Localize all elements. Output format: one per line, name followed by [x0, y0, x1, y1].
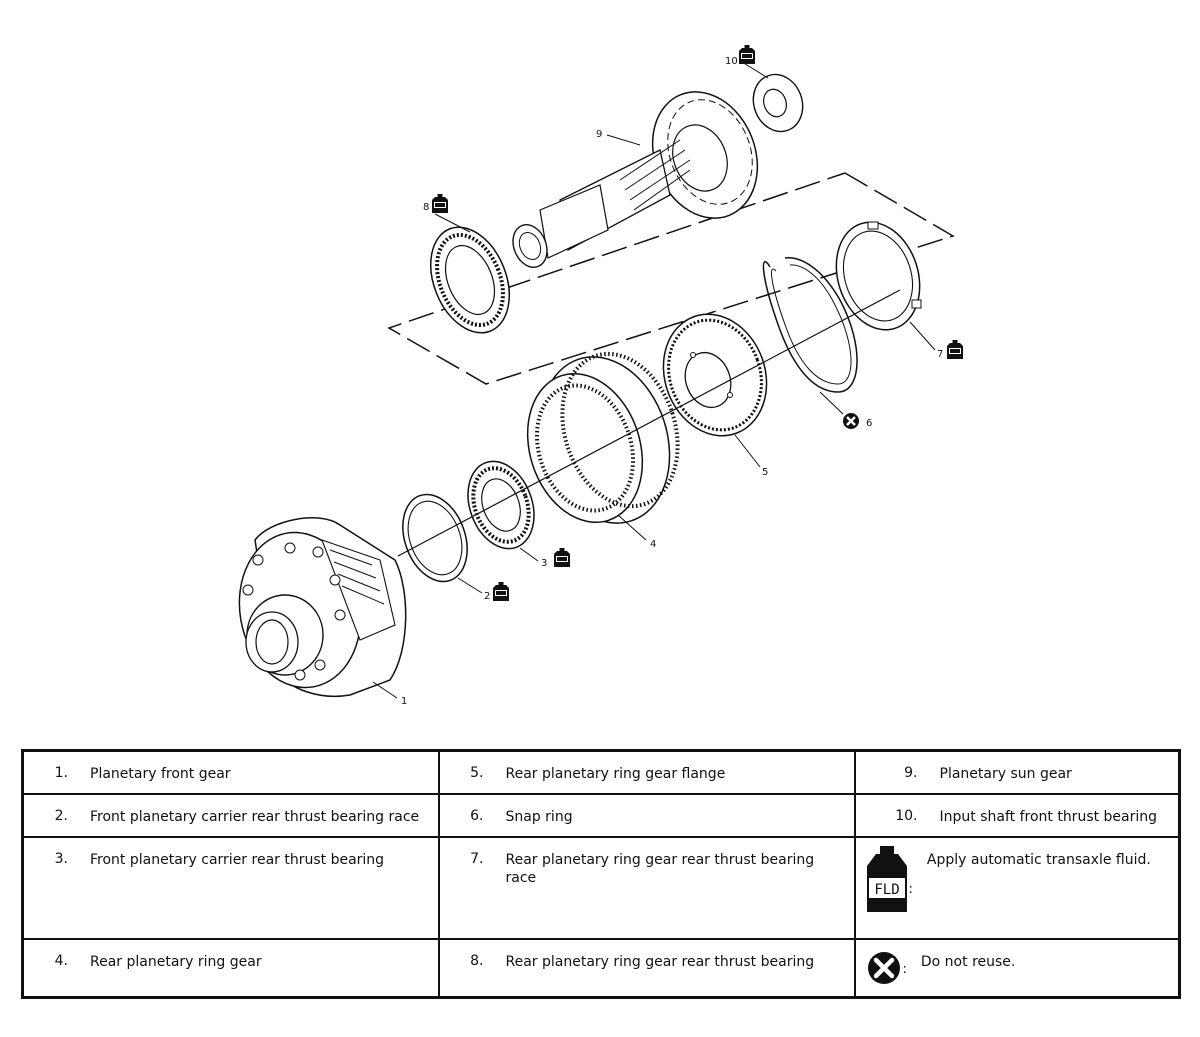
item-number: 1. — [54, 765, 68, 781]
callout-10: 10 — [725, 56, 738, 67]
item-label: Do not reuse. — [920, 954, 1016, 970]
item-number: 9. — [904, 765, 918, 781]
fluid-bottle-icon — [493, 582, 509, 601]
item-label: Snap ring — [505, 809, 573, 825]
callout-4: 4 — [650, 539, 656, 550]
fluid-badge-label: FLD — [874, 882, 899, 898]
fluid-bottle-icon: FLD — [866, 846, 907, 912]
item-number: 3. — [54, 851, 68, 867]
table-row: 1. Planetary front gear 5. Rear planetary … — [21, 749, 1181, 795]
item-number: 5. — [470, 765, 484, 781]
item-label: Rear planetary ring gear rear thrust bea… — [505, 954, 815, 970]
exploded-view-diagram: 1 2 3 4 5 6 7 8 9 10 — [238, 45, 963, 707]
item-label: Rear planetary ring gear rear thrust bea… — [505, 852, 815, 886]
legend-table: 1. Planetary front gear 5. Rear planetary … — [21, 749, 1181, 999]
item-number: 8. — [470, 953, 484, 969]
rear-planetary-ring-gear-rear-thrust-bearing-race — [835, 221, 922, 331]
item-number: 2. — [54, 808, 68, 824]
item-label: Front planetary carrier rear thrust bear… — [90, 852, 385, 868]
item-label: Rear planetary ring gear flange — [505, 766, 726, 782]
item-label: Input shaft front thrust bearing — [939, 809, 1158, 825]
fluid-bottle-icon — [739, 45, 755, 64]
rear-planetary-ring-gear-flange — [662, 313, 768, 437]
callout-1: 1 — [401, 696, 407, 707]
snap-ring — [762, 257, 858, 393]
callout-7: 7 — [937, 349, 943, 360]
callout-2: 2 — [484, 591, 490, 602]
callout-9: 9 — [596, 129, 602, 140]
symbol-colon: : — [908, 882, 913, 897]
item-label: Rear planetary ring gear — [90, 954, 262, 970]
item-number: 10. — [895, 808, 918, 824]
item-label: Apply automatic transaxle fluid. — [926, 852, 1151, 868]
planetary-sun-gear — [512, 91, 759, 268]
input-shaft-front-thrust-bearing — [752, 73, 804, 133]
table-row: 3. Front planetary carrier rear thrust be… — [21, 836, 1181, 940]
item-number: 4. — [54, 953, 68, 969]
table-row: 2. Front planetary carrier rear thrust be… — [21, 793, 1181, 838]
item-number: 7. — [470, 851, 484, 867]
item-label: Planetary front gear — [90, 766, 231, 782]
callout-8: 8 — [423, 202, 429, 213]
planetary-front-gear — [238, 517, 407, 697]
front-planetary-carrier-rear-thrust-bearing-race — [402, 493, 468, 583]
fluid-bottle-icon — [432, 194, 448, 213]
fluid-bottle-icon — [947, 340, 963, 359]
item-number: 6. — [470, 808, 484, 824]
callout-3: 3 — [541, 558, 547, 569]
do-not-reuse-icon — [867, 952, 900, 984]
front-planetary-carrier-rear-thrust-bearing — [467, 460, 535, 550]
callout-5: 5 — [762, 467, 768, 478]
rear-planetary-ring-gear — [526, 351, 680, 524]
item-label: Front planetary carrier rear thrust bear… — [90, 809, 420, 825]
do-not-reuse-icon — [843, 413, 859, 429]
rear-planetary-ring-gear-rear-thrust-bearing — [430, 226, 510, 334]
callout-6: 6 — [866, 418, 872, 429]
table-row: 4. Rear planetary ring gear 8. Rear planet… — [21, 938, 1181, 999]
symbol-colon: : — [902, 962, 907, 977]
item-label: Planetary sun gear — [939, 766, 1072, 782]
fluid-bottle-icon — [554, 548, 570, 567]
